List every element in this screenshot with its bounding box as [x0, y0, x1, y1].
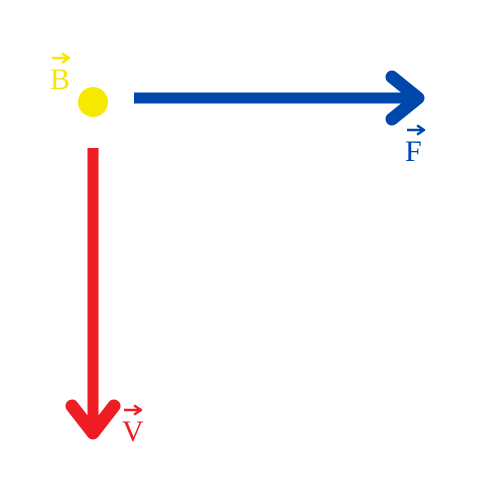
vector-arrow-icon [407, 124, 426, 136]
force-arrow-icon [134, 70, 425, 126]
vector-arrow-icon [52, 52, 71, 64]
velocity-arrow-icon [65, 148, 121, 440]
magnetic-field-dot-icon [78, 87, 108, 117]
magnetic-field-label: B [50, 52, 71, 96]
velocity-symbol: V [122, 415, 144, 448]
magnetic-field-symbol: B [50, 63, 71, 96]
vector-arrow-icon [124, 404, 143, 416]
force-label: F [405, 124, 426, 168]
force-symbol: F [405, 135, 422, 168]
velocity-label: V [122, 404, 144, 448]
